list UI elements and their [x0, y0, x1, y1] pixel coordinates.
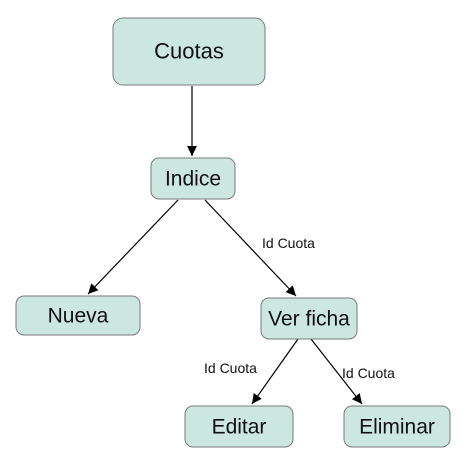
edge-label-indice-ver-ficha: Id Cuota	[262, 235, 315, 251]
node-nueva-label: Nueva	[48, 305, 109, 328]
edge-indice-ver-ficha	[204, 199, 297, 297]
edge-label-ver-ficha-eliminar: Id Cuota	[342, 365, 395, 381]
node-ver-ficha-label: Ver ficha	[268, 308, 350, 331]
node-cuotas-label: Cuotas	[154, 39, 224, 64]
node-indice-label: Indice	[165, 168, 221, 191]
node-eliminar-label: Eliminar	[359, 416, 435, 439]
edge-ver-ficha-editar	[251, 338, 299, 405]
edge-label-ver-ficha-editar: Id Cuota	[204, 360, 257, 376]
node-editar: Editar	[184, 405, 294, 448]
edge-ver-ficha-eliminar	[310, 338, 363, 405]
node-nueva: Nueva	[15, 295, 141, 336]
node-cuotas: Cuotas	[112, 17, 266, 86]
node-editar-label: Editar	[212, 416, 267, 439]
node-eliminar: Eliminar	[343, 405, 451, 448]
node-indice: Indice	[150, 157, 236, 200]
node-ver-ficha: Ver ficha	[260, 297, 358, 340]
edge-indice-nueva	[87, 199, 179, 295]
